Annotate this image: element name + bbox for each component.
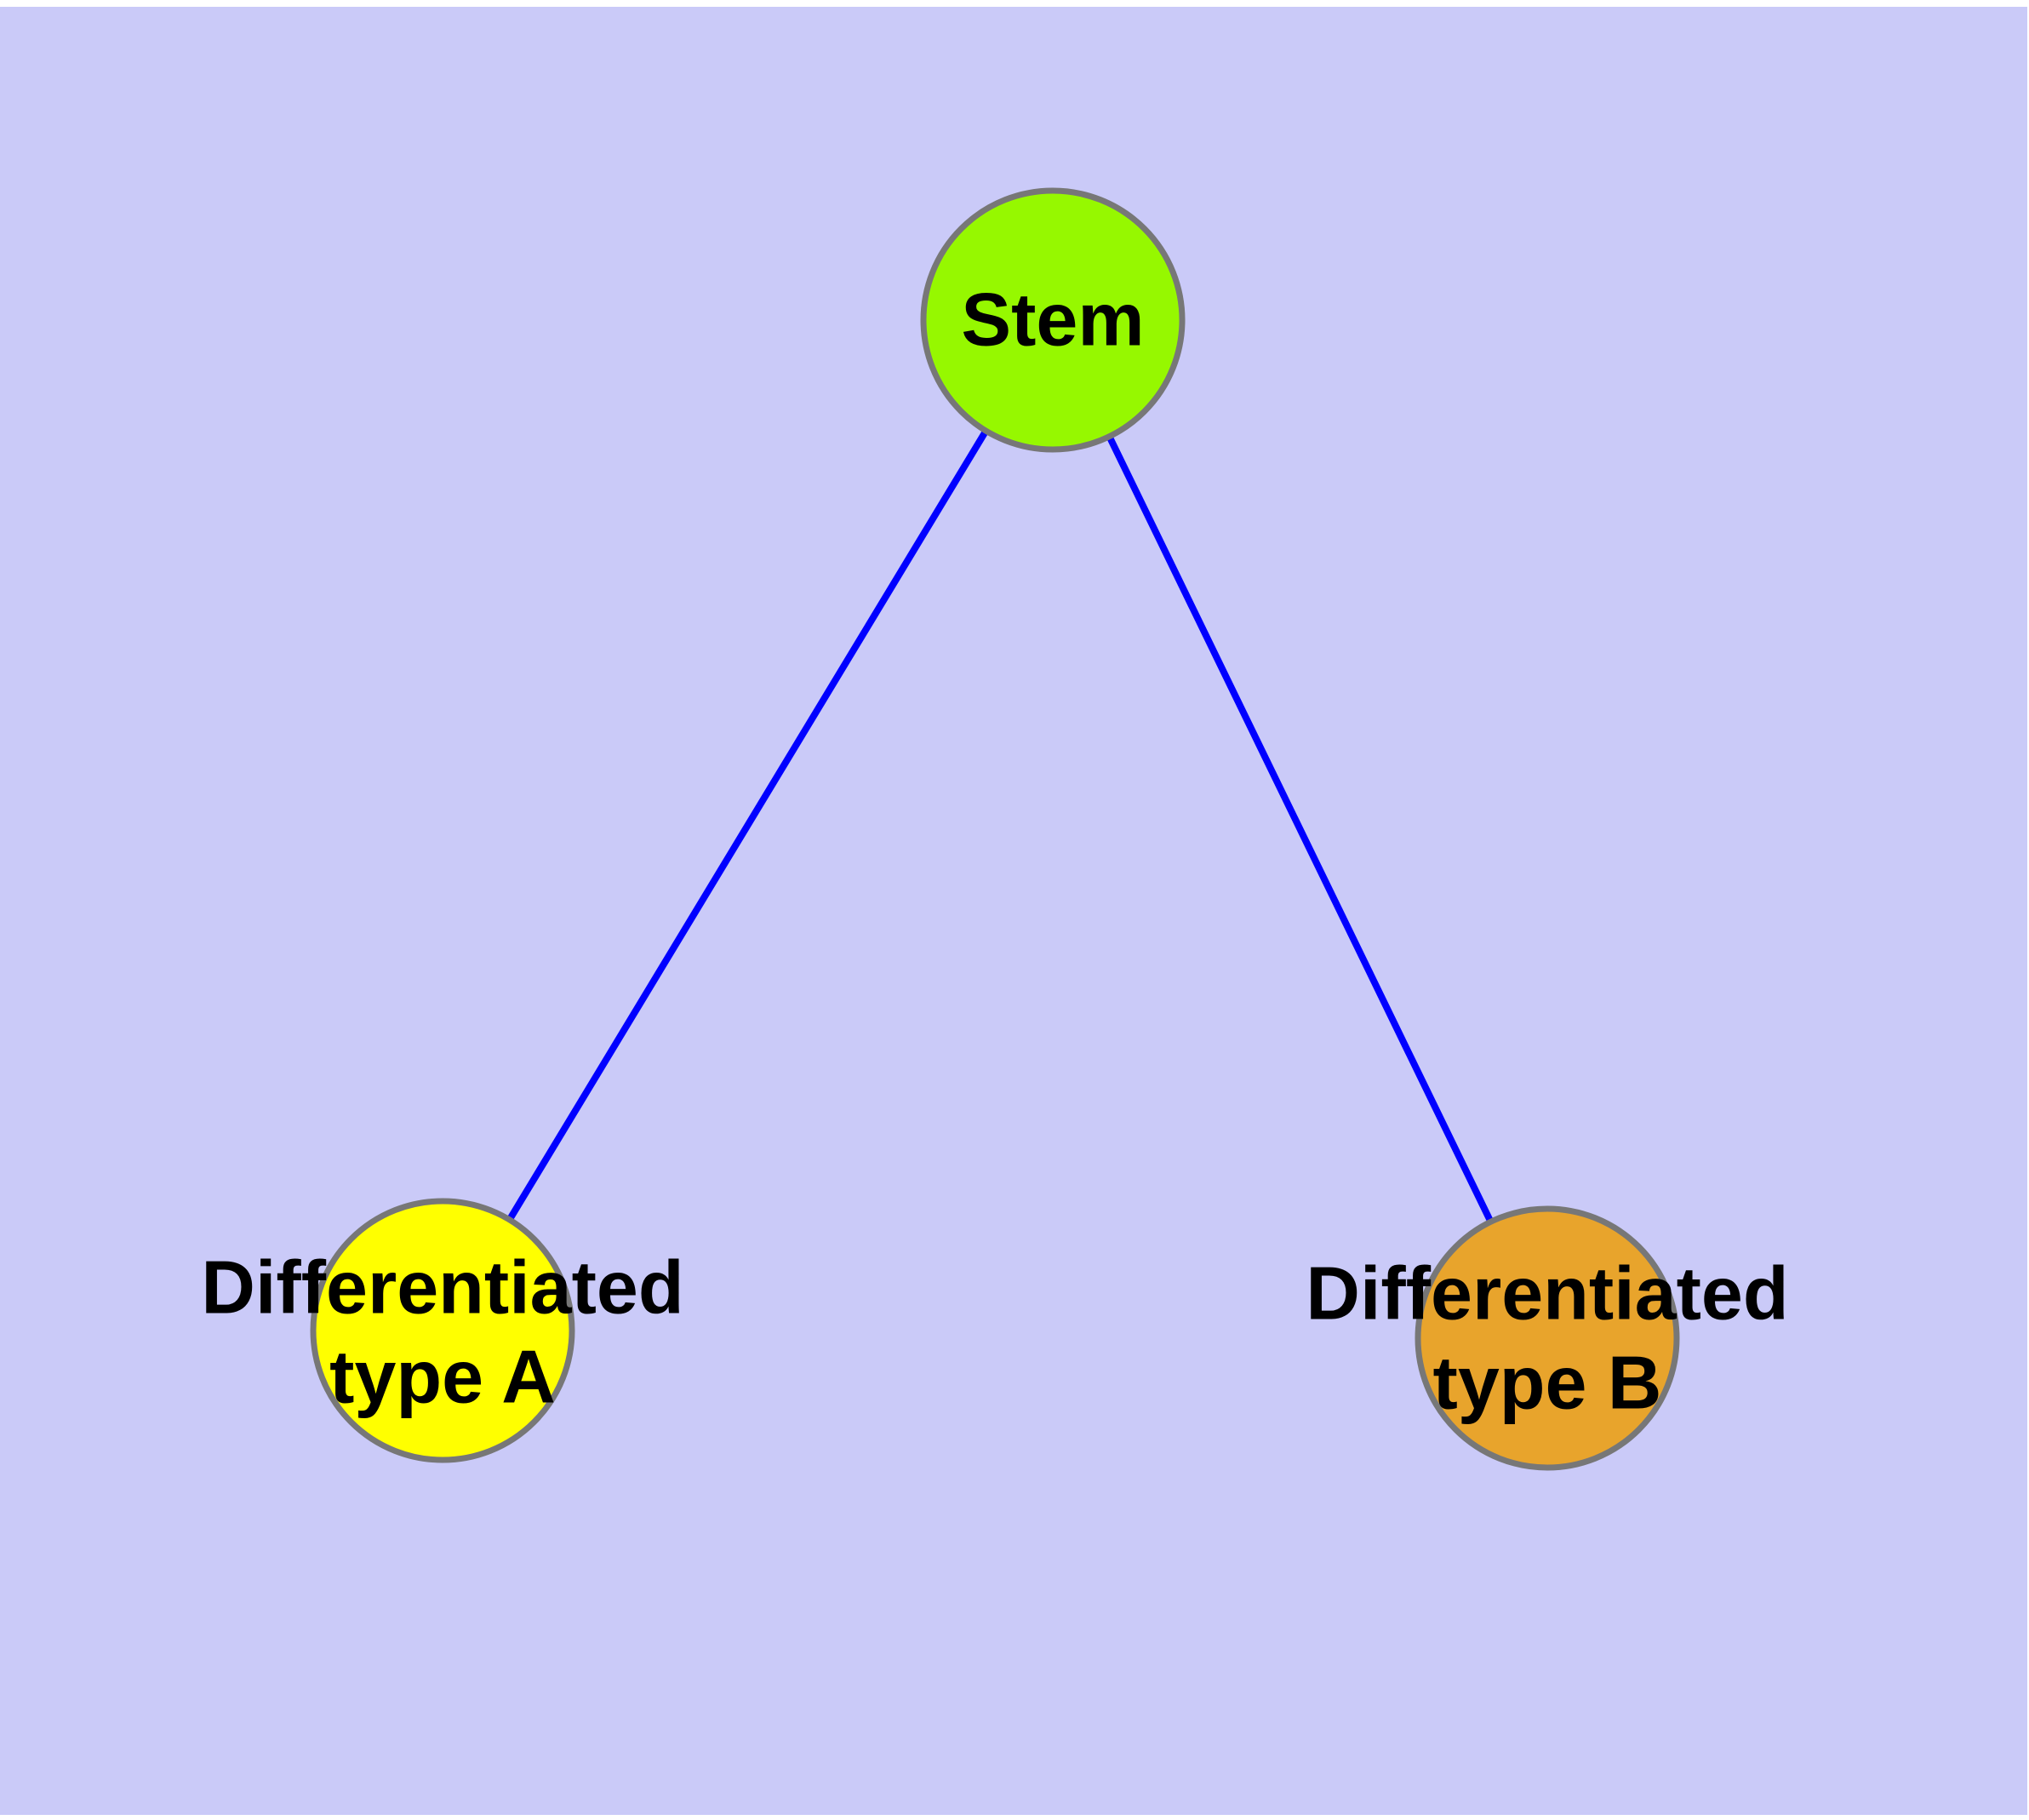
- differentiated-type-b-node: [1415, 1205, 1680, 1471]
- type-b-label-line2: type B: [1432, 1340, 1662, 1424]
- differentiated-type-a-node-label: Differentiated type A: [201, 1243, 683, 1421]
- type-a-label-line2: type A: [329, 1334, 556, 1418]
- differentiated-type-a-node: [310, 1198, 575, 1463]
- edge-stem-to-type-b: [1049, 318, 1551, 1340]
- type-b-label-line1: Differentiated: [1306, 1251, 1789, 1336]
- edge-stem-to-type-a: [439, 318, 1056, 1333]
- differentiated-type-b-node-label: Differentiated type B: [1306, 1249, 1788, 1427]
- type-a-label-line1: Differentiated: [201, 1245, 684, 1330]
- stem-node-label: Stem: [961, 277, 1145, 362]
- stem-node: [920, 187, 1186, 453]
